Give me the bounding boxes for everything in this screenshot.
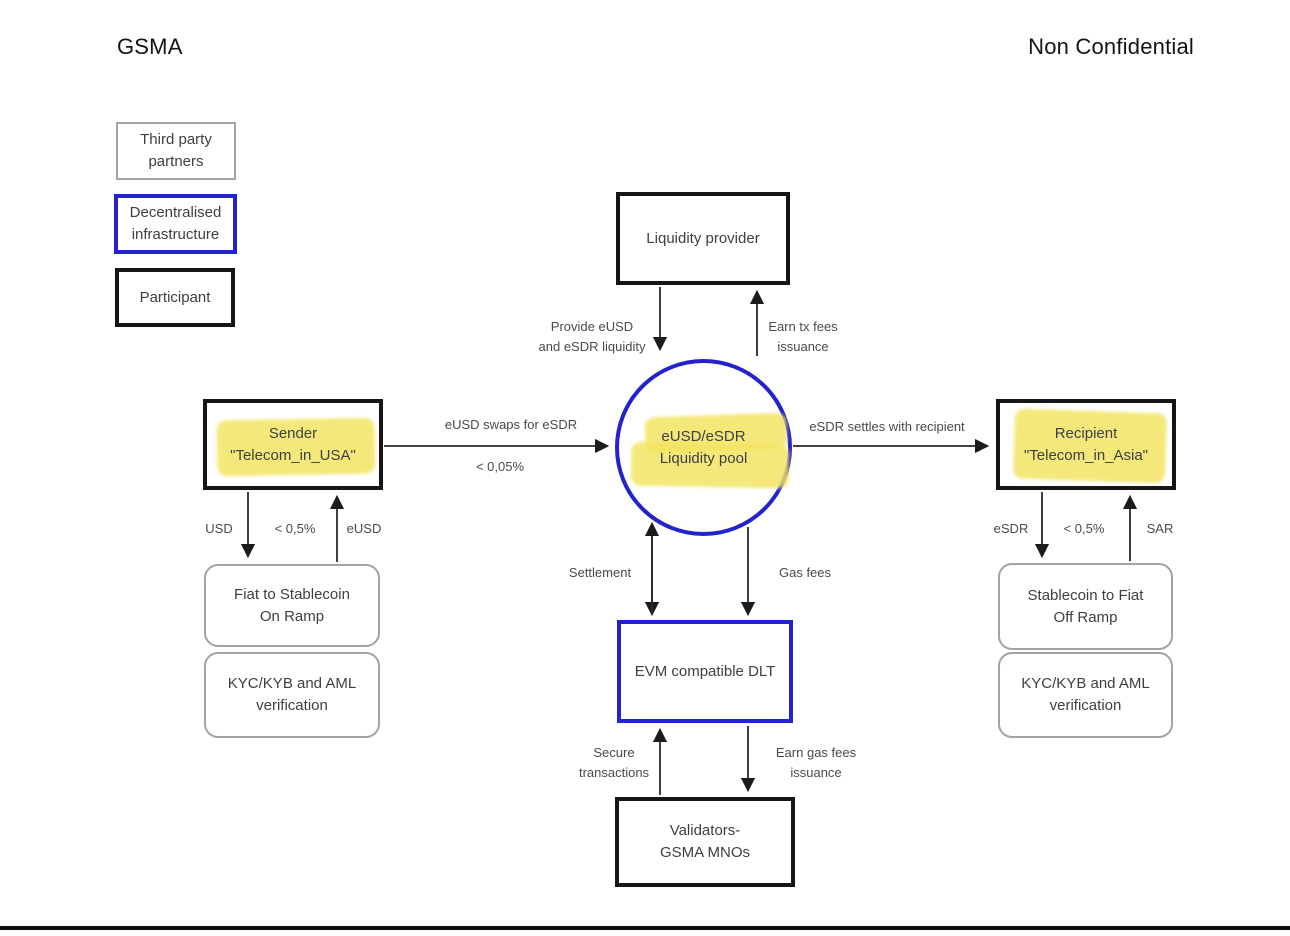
- edge-label-line: Provide eUSD: [550, 319, 634, 334]
- legend-label: Participant: [139, 288, 211, 306]
- sender-node: Sender "Telecom_in_USA": [203, 399, 383, 490]
- legend-label: Third party: [140, 131, 212, 149]
- edge-label-esdr: eSDR: [993, 521, 1029, 536]
- legend-third-party-partners: Third party partners: [116, 122, 236, 180]
- edge-label-fee-right: < 0,5%: [1063, 521, 1105, 536]
- node-label: "Telecom_in_USA": [230, 446, 356, 464]
- node-label: KYC/KYB and AML: [227, 675, 357, 693]
- edge-label-earn-tx-fees: Earn tx fees issuance: [768, 317, 837, 357]
- edge-label-line: Earn tx fees: [768, 319, 838, 334]
- edge-label-line: Secure: [593, 745, 635, 760]
- node-label: verification: [1049, 697, 1122, 714]
- node-label: Fiat to Stablecoin: [234, 585, 350, 603]
- edge-label-sar: SAR: [1146, 521, 1174, 536]
- kyc-kyb-aml-right-node: KYC/KYB and AML verification: [998, 652, 1173, 738]
- node-label: Validators-: [669, 822, 741, 840]
- node-label: Off Ramp: [1053, 608, 1118, 626]
- node-label: EVM compatible DLT: [634, 662, 776, 680]
- edge-label-eusd-swaps: eUSD swaps for eSDR: [444, 417, 578, 432]
- edge-label-esdr-settles: eSDR settles with recipient: [809, 419, 965, 434]
- legend-decentralised-infrastructure: Decentralised infrastructure: [114, 194, 237, 254]
- edge-label-swap-fee: < 0,05%: [475, 459, 525, 474]
- liquidity-provider-node: Liquidity provider: [616, 192, 790, 285]
- node-label: On Ramp: [259, 607, 325, 625]
- edge-label-line: issuance: [790, 765, 842, 781]
- edge-label-provide-liquidity: Provide eUSD and eSDR liquidity: [539, 317, 646, 357]
- edge-label-line: Earn gas fees: [775, 745, 857, 760]
- node-label: Liquidity pool: [659, 449, 748, 467]
- stablecoin-to-fiat-off-ramp-node: Stablecoin to Fiat Off Ramp: [998, 563, 1173, 650]
- edge-label-line: and eSDR liquidity: [538, 339, 646, 355]
- node-label: GSMA MNOs: [659, 844, 750, 861]
- node-label: Recipient: [1054, 424, 1118, 442]
- legend-label: infrastructure: [131, 226, 220, 243]
- node-label: eUSD/eSDR: [661, 427, 746, 445]
- node-label: Stablecoin to Fiat: [1027, 586, 1144, 604]
- edge-label-secure-transactions: Secure transactions: [579, 743, 649, 783]
- edge-label-gas-fees: Gas fees: [778, 565, 832, 580]
- legend-participant: Participant: [115, 268, 235, 327]
- page-title: GSMA: [117, 34, 183, 59]
- edge-label-line: transactions: [578, 765, 650, 781]
- edge-label-earn-gas-fees: Earn gas fees issuance: [776, 743, 856, 783]
- legend-label: Decentralised: [129, 204, 222, 222]
- liquidity-pool-node: eUSD/eSDR Liquidity pool: [615, 359, 792, 536]
- node-label: Liquidity provider: [646, 229, 760, 247]
- edge-label-fee-left: < 0,5%: [274, 521, 316, 536]
- legend-label: partners: [148, 153, 204, 170]
- node-label: "Telecom_in_Asia": [1023, 446, 1149, 464]
- edge-label-usd: USD: [205, 521, 233, 536]
- fiat-to-stablecoin-on-ramp-node: Fiat to Stablecoin On Ramp: [204, 564, 380, 647]
- confidentiality-label: Non Confidential: [1028, 34, 1194, 59]
- edge-label-line: issuance: [777, 339, 829, 355]
- recipient-node: Recipient "Telecom_in_Asia": [996, 399, 1176, 490]
- node-label: verification: [256, 697, 328, 714]
- node-label: Sender: [268, 424, 318, 442]
- kyc-kyb-aml-left-node: KYC/KYB and AML verification: [204, 652, 380, 738]
- slide-bottom-border: [0, 926, 1290, 930]
- node-label: KYC/KYB and AML: [1021, 675, 1150, 693]
- edge-label-eusd: eUSD: [346, 521, 382, 536]
- edge-label-settlement: Settlement: [568, 565, 632, 580]
- evm-compatible-dlt-node: EVM compatible DLT: [617, 620, 793, 723]
- validators-gsma-mnos-node: Validators- GSMA MNOs: [615, 797, 795, 887]
